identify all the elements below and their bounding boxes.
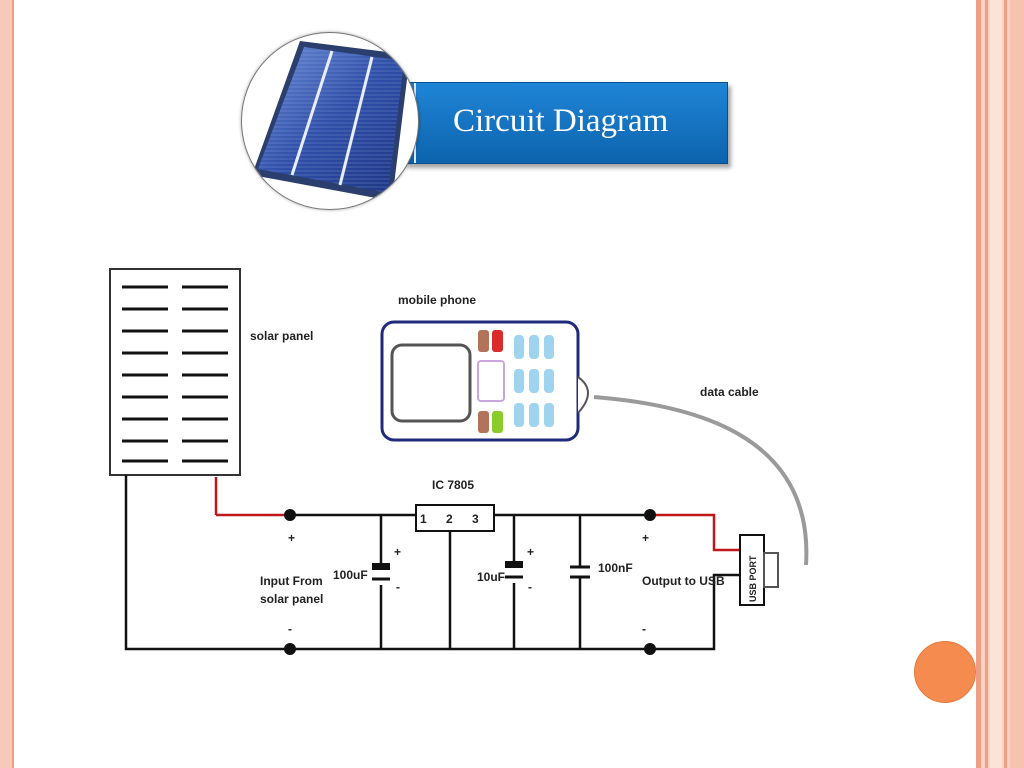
output-minus: - [642,622,646,636]
cap2-minus: - [528,580,532,594]
solar-cell-icon [252,41,410,201]
title-banner: Circuit Diagram [404,82,728,164]
ic-7805 [415,504,495,532]
capacitor-10uf [505,561,523,579]
usb-port [739,534,779,606]
input-minus: - [288,622,292,636]
capacitor-100uf-label: 100uF [333,568,368,582]
terminal-nodes [284,509,656,655]
cap2-plus: + [527,545,534,559]
output-label: Output to USB [642,574,725,588]
input-label-line2: solar panel [260,592,323,606]
circuit-wires [124,475,740,651]
accent-circle [914,641,976,703]
input-plus: + [288,531,295,545]
cap1-minus: - [396,580,400,594]
mobile-phone-label: mobile phone [398,293,476,307]
cap1-plus: + [394,545,401,559]
ic-label: IC 7805 [432,478,474,492]
usb-port-label: USB PORT [748,555,758,602]
output-plus: + [642,531,649,545]
data-cable-label: data cable [700,385,759,399]
capacitor-100uf [372,563,390,581]
solar-panel [109,268,241,476]
capacitor-100nf [570,565,590,579]
mobile-phone [380,320,589,442]
right-border-bars [976,0,1024,768]
capacitor-100nf-label: 100nF [598,561,633,575]
slide-title: Circuit Diagram [453,103,669,139]
circuit-diagram: solar panel mobile phone data cable [109,268,809,655]
input-label-line1: Input From [260,574,323,588]
solar-panel-label: solar panel [250,329,313,343]
capacitor-10uf-label: 10uF [477,570,505,584]
data-cable [593,395,809,566]
ic-pin-3: 3 [472,512,479,526]
ic-pin-1: 1 [420,512,427,526]
ic-pin-2: 2 [446,512,453,526]
left-border-bar [0,0,14,768]
solar-cell-image [241,32,419,210]
